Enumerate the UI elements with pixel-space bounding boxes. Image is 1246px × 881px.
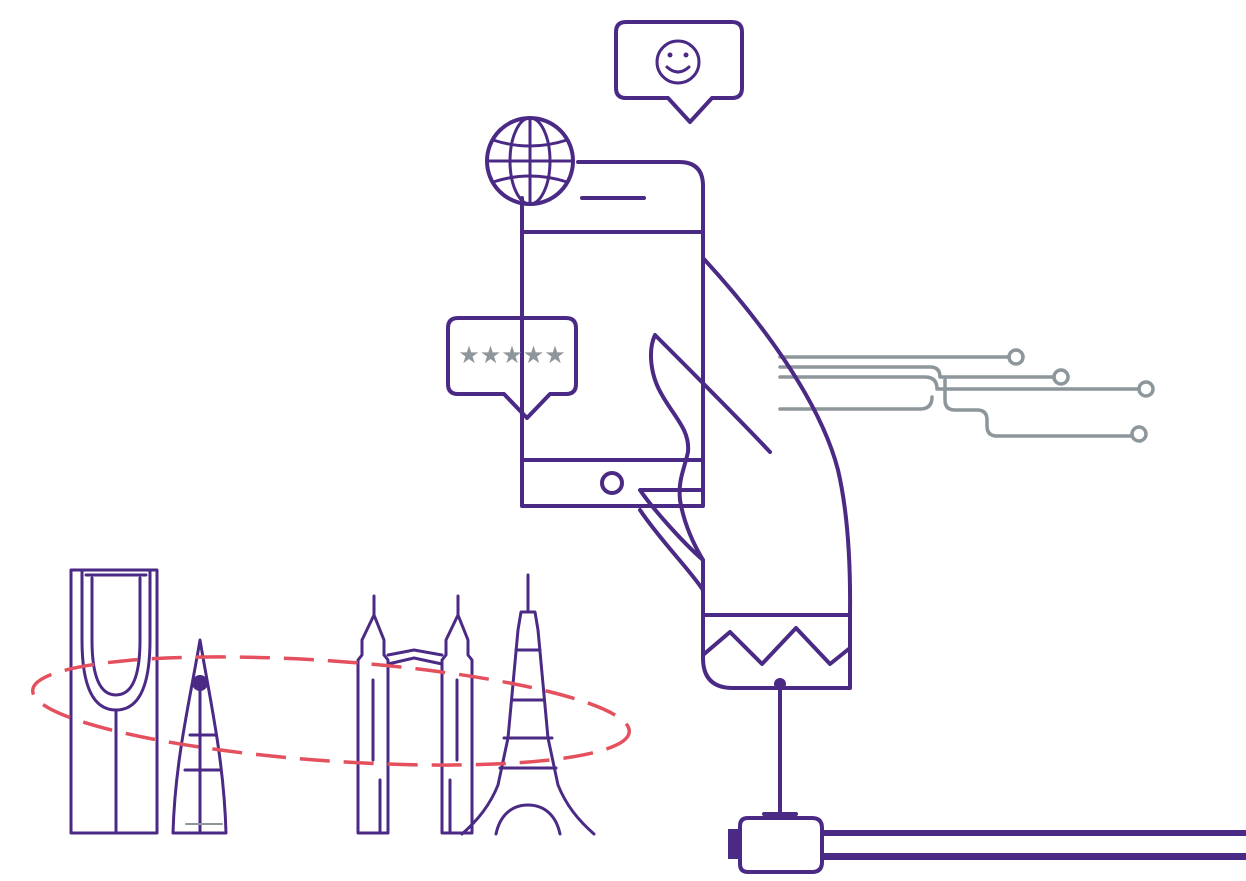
- orbit-ring: [30, 655, 632, 767]
- smiley-speech-bubble: [614, 20, 744, 124]
- globe-icon: [485, 116, 575, 206]
- faisaliah-tower: [171, 638, 228, 835]
- cable-plug: [728, 816, 1246, 874]
- hand: [638, 256, 853, 816]
- kingdom-centre-tower: [69, 568, 159, 835]
- petronas-towers: [356, 594, 474, 835]
- smiley-icon: [655, 39, 701, 85]
- star-rating-icon: ★★★★★: [458, 341, 566, 369]
- eiffel-tower: [460, 573, 596, 836]
- rating-speech-bubble: ★★★★★: [446, 316, 578, 420]
- smartphone: [520, 160, 705, 508]
- circuit-lines: [778, 348, 1155, 443]
- home-button: [600, 471, 624, 495]
